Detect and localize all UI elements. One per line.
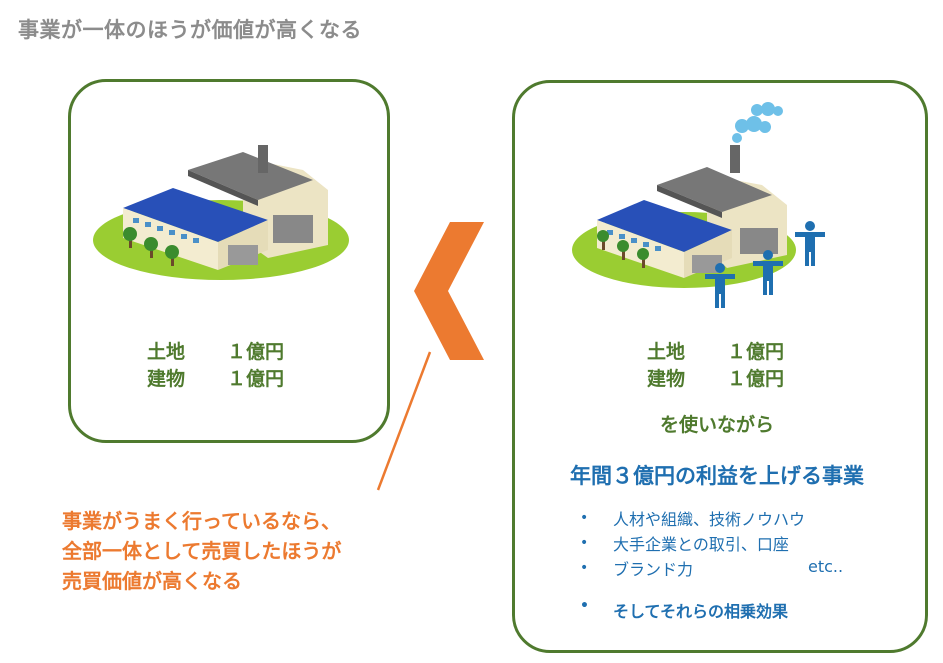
less-than-chevron-icon	[414, 222, 484, 360]
asset-value: １億円	[727, 341, 785, 363]
conclusion-line: 全部一体として売買したほうが	[62, 539, 342, 563]
bullet-icon: •	[580, 598, 589, 614]
left-asset-list: 土地 １億円 建物 １億円	[147, 339, 284, 393]
conclusion-line: 売買価値が高くなる	[62, 569, 242, 593]
business-profit-heading: 年間３億円の利益を上げる事業	[570, 464, 864, 488]
asset-value: １億円	[227, 341, 285, 363]
asset-name: 建物	[647, 368, 686, 390]
bullet-icon: •	[580, 509, 589, 526]
etc-label: etc..	[808, 557, 844, 576]
conclusion-callout: 事業がうまく行っているなら、 全部一体として売買したほうが 売買価値が高くなる	[62, 506, 341, 596]
list-item: • ブランド力	[580, 559, 694, 579]
business-intangibles-list: • 人材や組織、技術ノウハウ • 大手企業との取引、口座 • ブランド力 etc…	[580, 505, 900, 580]
conclusion-line: 事業がうまく行っているなら、	[62, 509, 341, 533]
asset-row-building: 建物 １億円	[147, 366, 284, 393]
asset-name: 土地	[647, 341, 686, 363]
asset-value: １億円	[727, 368, 785, 390]
callout-connector-line	[376, 351, 432, 491]
right-asset-list: 土地 １億円 建物 １億円	[647, 339, 784, 393]
list-item: • 人材や組織、技術ノウハウ	[580, 509, 806, 529]
bullet-icon: •	[580, 559, 589, 576]
asset-value: １億円	[227, 368, 285, 390]
bullet-icon: •	[580, 534, 589, 551]
factory-illustration	[93, 145, 349, 280]
asset-name: 土地	[147, 341, 186, 363]
page-title: 事業が一体のほうが価値が高くなる	[18, 18, 362, 42]
asset-row-building: 建物 １億円	[647, 366, 784, 393]
factory-with-workers-illustration	[572, 102, 825, 308]
asset-row-land: 土地 １億円	[647, 339, 784, 366]
while-using-text: を使いながら	[659, 414, 774, 436]
asset-row-land: 土地 １億円	[147, 339, 284, 366]
list-item: • 大手企業との取引、口座	[580, 534, 789, 554]
synergy-text: そしてそれらの相乗効果	[613, 602, 789, 621]
synergy-item: • そしてそれらの相乗効果	[580, 598, 788, 622]
asset-name: 建物	[147, 368, 186, 390]
